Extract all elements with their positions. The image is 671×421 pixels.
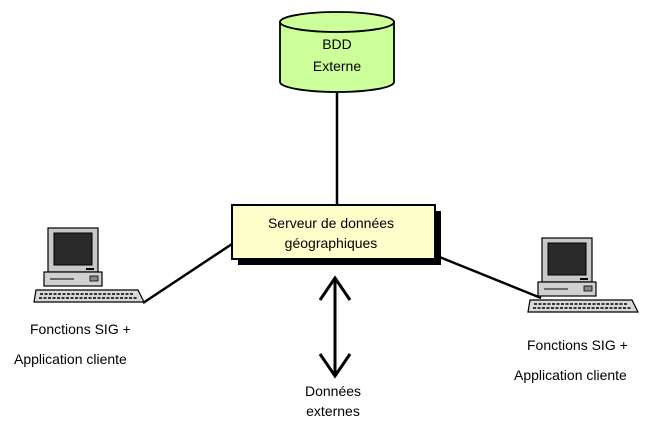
server-label-line1: Serveur de données: [267, 215, 395, 231]
server-box: [231, 204, 441, 265]
left-client-label-line1: Fonctions SIG +: [30, 321, 131, 337]
left-client-link: [142, 238, 239, 305]
right-client-label-line2: Application cliente: [514, 367, 627, 383]
left-client-label-line2: Application cliente: [14, 351, 127, 367]
database-label: BDD Externe: [297, 33, 377, 77]
left-client-label: Fonctions SIG + Application cliente: [14, 318, 164, 370]
right-client-label-line1: Fonctions SIG +: [527, 337, 628, 353]
computer-icon: [33, 227, 145, 303]
server-label: Serveur de données géographiques: [233, 213, 429, 253]
external-data-arrow: [318, 275, 352, 379]
computer-icon: [527, 237, 639, 313]
right-client-label: Fonctions SIG + Application cliente: [514, 334, 664, 386]
database-label-line2: Externe: [312, 58, 362, 74]
right-client-link: [436, 254, 542, 300]
database-cylinder: [279, 11, 395, 93]
external-data-label: Données externes: [273, 381, 393, 421]
server-label-line2: géographiques: [284, 235, 378, 251]
database-label-line1: BDD: [322, 36, 352, 52]
external-data-label-line2: externes: [306, 403, 360, 419]
external-data-label-line1: Données: [304, 383, 362, 399]
